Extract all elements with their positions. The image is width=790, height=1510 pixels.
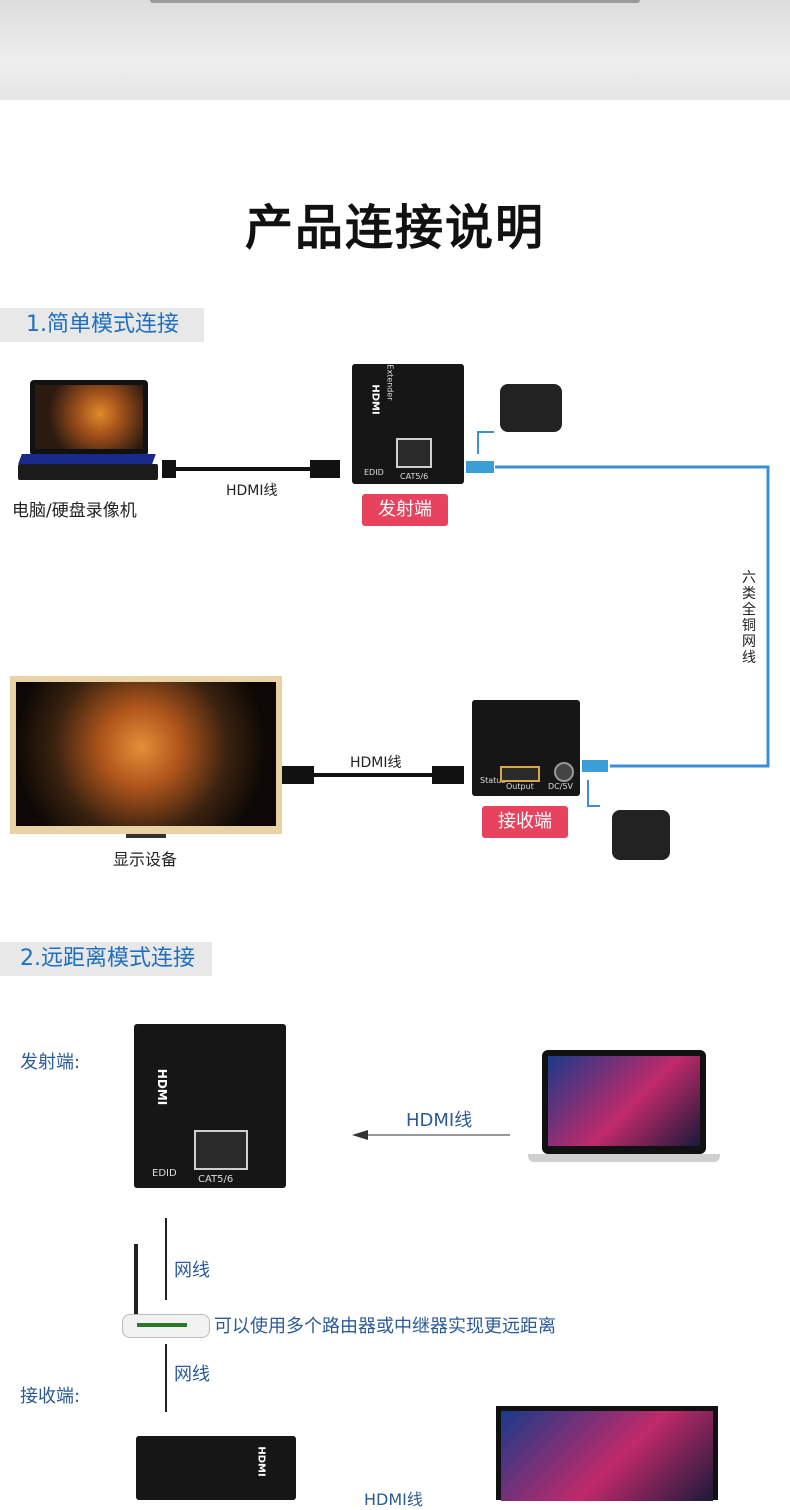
monitor-icon xyxy=(496,1406,718,1500)
router-note: 可以使用多个路由器或中继器实现更远距离 xyxy=(214,1312,556,1338)
rx-label: 接收端: xyxy=(20,1382,80,1408)
router-icon xyxy=(122,1314,210,1338)
hdmi-label-section2: HDMI线 xyxy=(406,1106,472,1132)
rx-extender-device-large: HDMI xyxy=(136,1436,296,1500)
hdmi-label-section2-bottom: HDMI线 xyxy=(364,1486,423,1510)
brand-logo: HDMI xyxy=(256,1446,267,1476)
arrow-left-icon xyxy=(352,1130,368,1140)
net-label-bottom: 网线 xyxy=(174,1360,210,1386)
net-label-top: 网线 xyxy=(174,1256,210,1282)
